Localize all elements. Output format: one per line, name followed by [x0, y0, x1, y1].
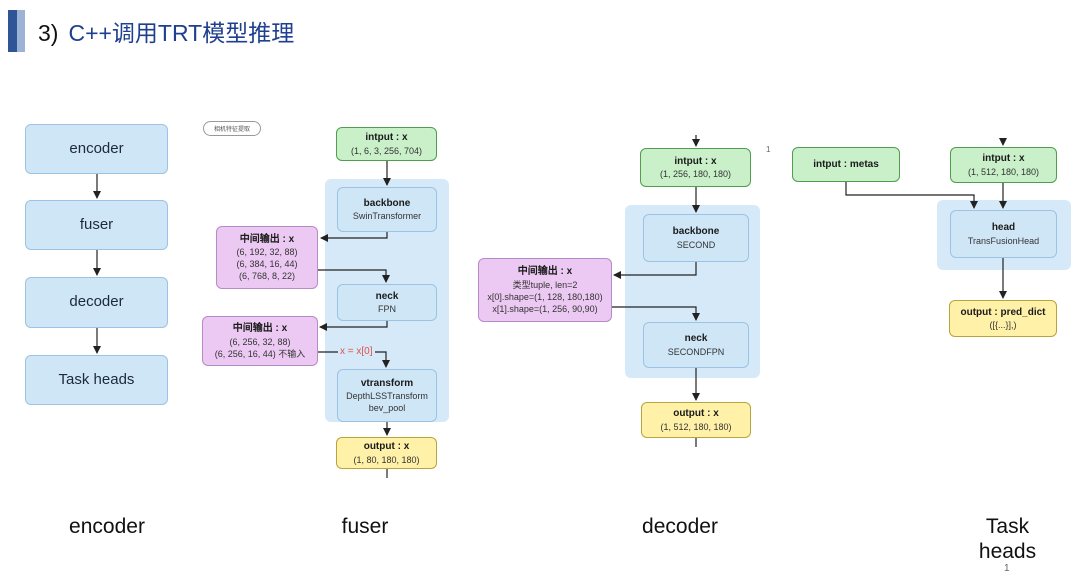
bottom-label-task-heads: Task heads [978, 515, 1037, 563]
pipeline-task-heads: Task heads [25, 355, 168, 405]
header-accent-bar [8, 10, 17, 52]
bottom-label-encoder: encoder [69, 515, 145, 538]
camera-feature-tag: 相机特征提取 [203, 121, 261, 136]
pipeline-decoder: decoder [25, 277, 168, 328]
pipeline-encoder: encoder [25, 124, 168, 174]
fuser-vtransform-node: vtransform DepthLSSTransform bev_pool [337, 369, 437, 422]
fuser-mid-output-1: 中间输出 : x (6, 192, 32, 88) (6, 384, 16, 4… [216, 226, 318, 289]
decoder-mark: 1 [766, 145, 771, 154]
fuser-mid-output-2: 中间输出 : x (6, 256, 32, 88) (6, 256, 16, 4… [202, 316, 318, 366]
fuser-input-node: intput : x(1, 6, 3, 256, 704) [336, 127, 437, 161]
page-number: 1 [1004, 563, 1010, 574]
decoder-mid-output: 中间输出 : x 类型tuple, len=2 x[0].shape=(1, 1… [478, 258, 612, 322]
bottom-label-fuser: fuser [341, 515, 389, 538]
pipeline-fuser: fuser [25, 200, 168, 250]
decoder-input-node: intput : x(1, 256, 180, 180) [640, 148, 751, 187]
head-output-node: output : pred_dict([{...}],) [949, 300, 1057, 337]
decoder-output-node: output : x(1, 512, 180, 180) [641, 402, 751, 438]
head-metas-input-node: intput : metas [792, 147, 900, 182]
select-first-annotation: x = x[0] [340, 346, 373, 357]
fuser-output-node: output : x(1, 80, 180, 180) [336, 437, 437, 469]
header-accent-bar-light [17, 10, 25, 52]
bottom-label-decoder: decoder [642, 515, 718, 538]
head-input-node: intput : x(1, 512, 180, 180) [950, 147, 1057, 183]
page-title: 3)C++调用TRT模型推理 [38, 20, 295, 46]
